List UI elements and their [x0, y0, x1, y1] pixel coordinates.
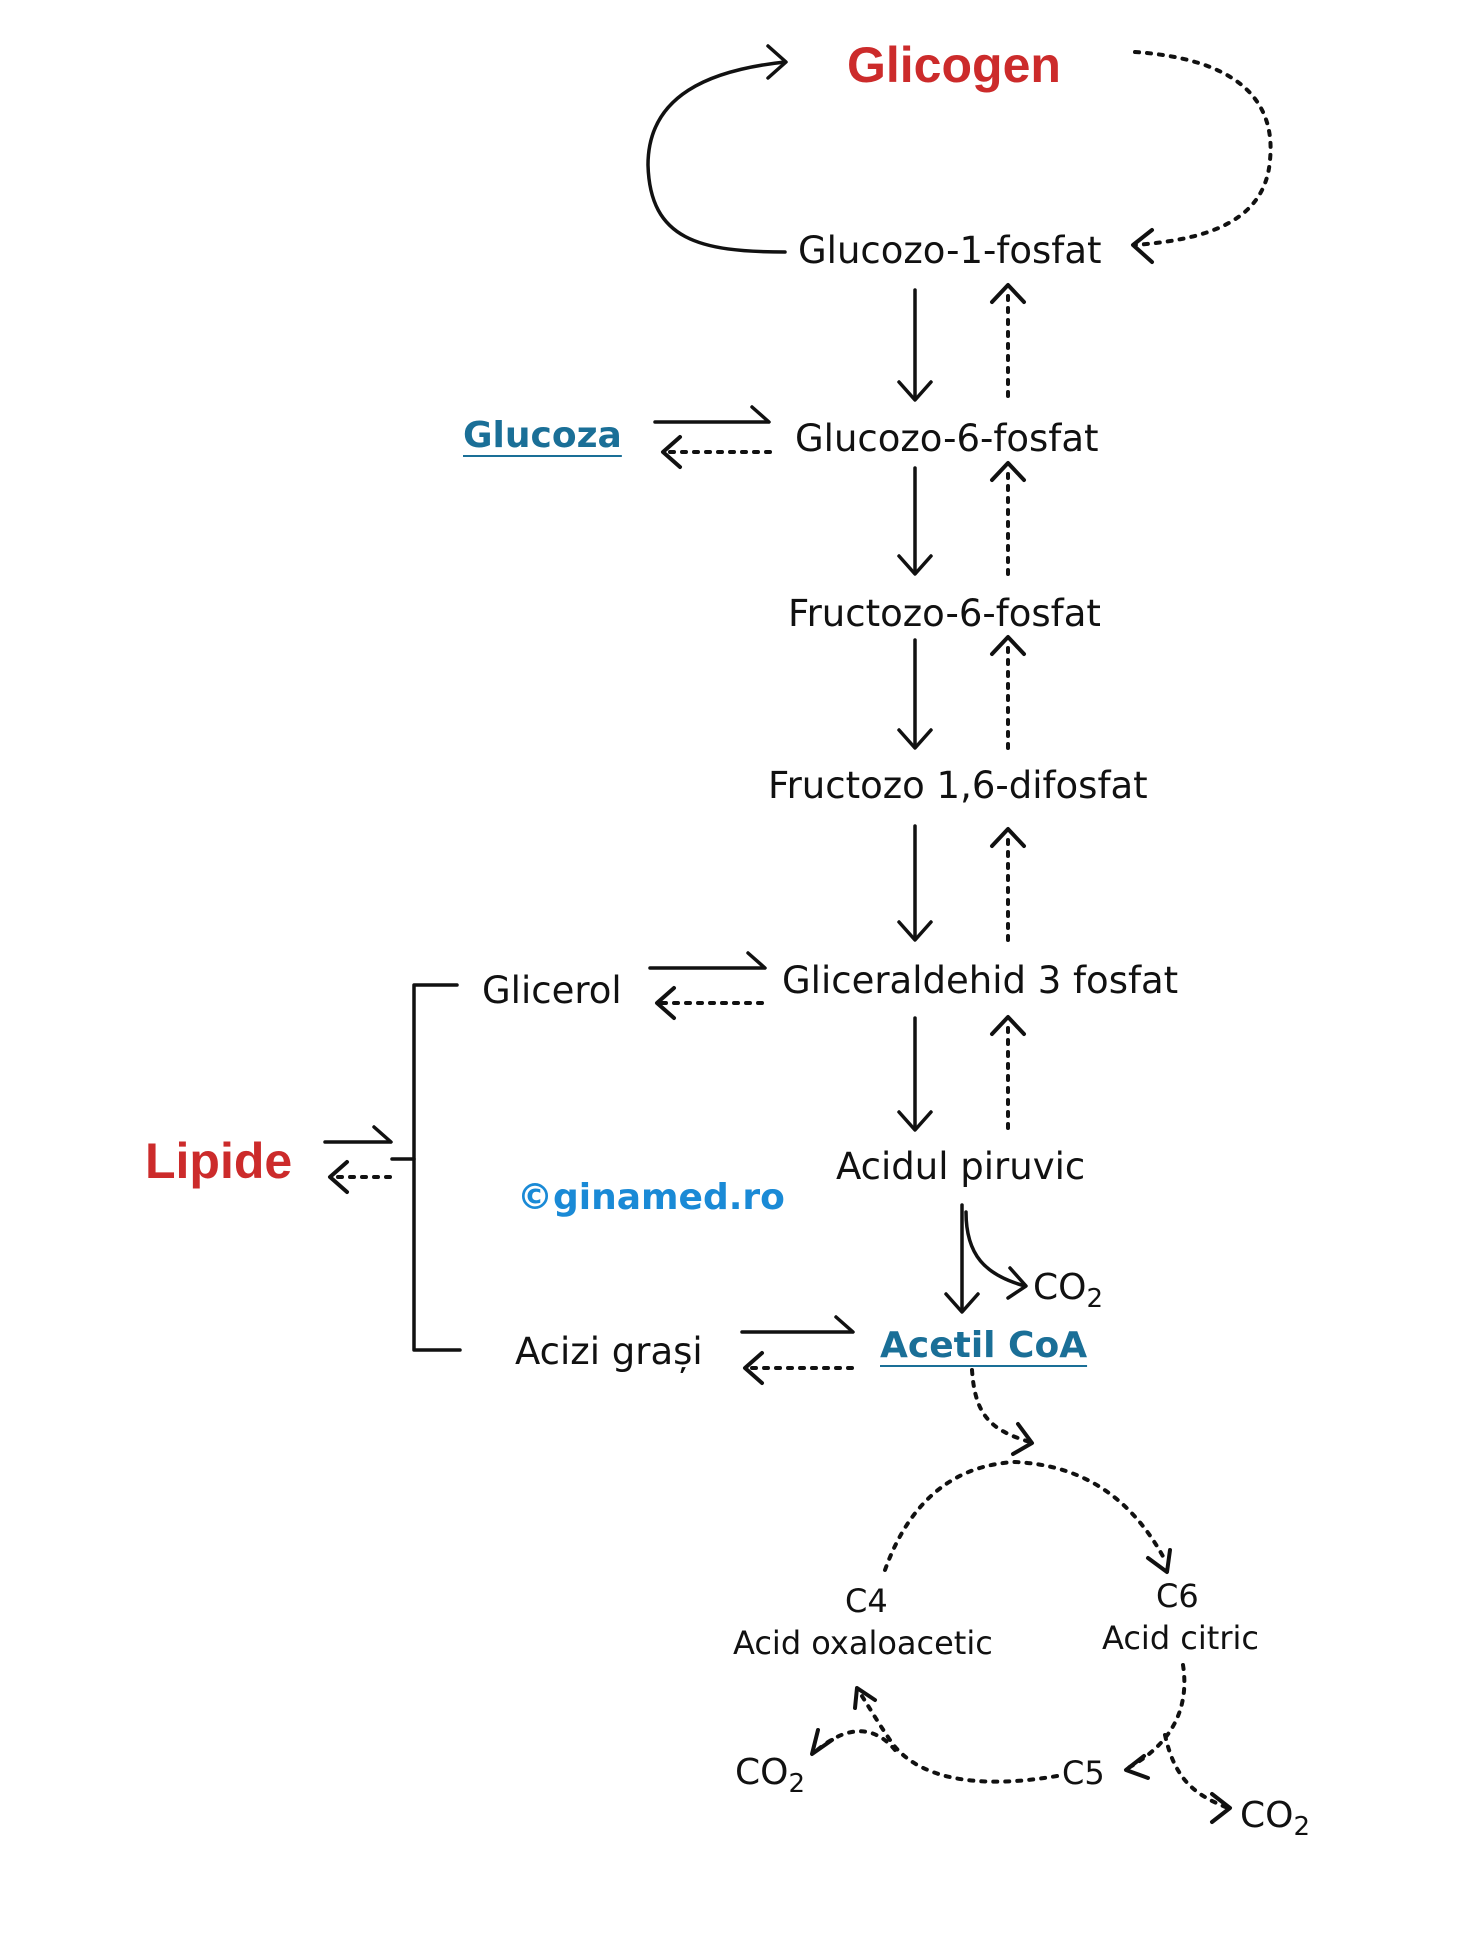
acetil-coa-link[interactable]: Acetil CoA — [880, 1325, 1088, 1366]
node-glucozo-1-fosfat: Glucozo-1-fosfat — [798, 229, 1102, 272]
glicerol-exchange-arrows — [648, 951, 767, 1020]
node-glicerol: Glicerol — [482, 969, 622, 1012]
glycolysis-arrows — [897, 288, 933, 1132]
pyruvate-decarboxylation-arrow — [944, 1203, 1028, 1314]
cycle-c6-code: C6 — [1156, 1577, 1199, 1615]
acetyl-coa-entry-arrow — [970, 1368, 1034, 1456]
glycogenolysis-arrow — [1131, 50, 1273, 264]
gluconeogenesis-arrows — [990, 283, 1026, 1130]
node-acidul-piruvic: Acidul piruvic — [836, 1145, 1086, 1188]
lipide-title: Lipide — [145, 1133, 293, 1189]
glicogen-title: Glicogen — [847, 37, 1061, 93]
watermark: ©ginamed.ro — [517, 1177, 785, 1218]
node-fructozo-16-difosfat: Fructozo 1,6-difosfat — [768, 764, 1148, 807]
cycle-c4-name: Acid oxaloacetic — [733, 1624, 993, 1662]
co2-label-c4: CO2 — [735, 1752, 806, 1799]
cycle-c6-name: Acid citric — [1102, 1619, 1259, 1657]
cycle-c4-code: C4 — [845, 1582, 888, 1620]
lipid-bracket — [390, 983, 462, 1352]
co2-label-pyruvate: CO2 — [1033, 1267, 1104, 1314]
node-fructozo-6-fosfat: Fructozo-6-fosfat — [788, 592, 1101, 635]
node-gliceraldehid-3-fosfat: Gliceraldehid 3 fosfat — [782, 959, 1179, 1002]
cycle-c5-code: C5 — [1062, 1754, 1105, 1792]
co2-label-c5: CO2 — [1240, 1795, 1311, 1842]
node-acizi-grasi: Acizi grași — [515, 1330, 703, 1373]
node-glucozo-6-fosfat: Glucozo-6-fosfat — [795, 417, 1099, 460]
krebs-cycle-arrows — [810, 1459, 1232, 1824]
lipide-exchange-arrows — [323, 1125, 393, 1194]
glucoza-exchange-arrows — [653, 405, 772, 469]
glucoza-link[interactable]: Glucoza — [463, 415, 622, 456]
glycogen-synthesis-arrow — [646, 44, 788, 254]
acizi-grasi-exchange-arrows — [740, 1315, 855, 1385]
